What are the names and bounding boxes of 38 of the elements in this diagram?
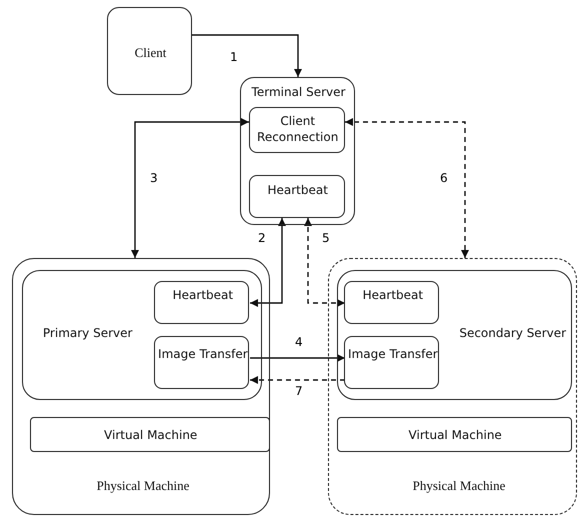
node-label: Primary Server — [42, 324, 134, 342]
process-box — [107, 7, 192, 95]
arrow — [345, 118, 469, 258]
node-label: Image Transfer — [347, 346, 439, 364]
process-box — [344, 281, 440, 324]
arrow — [192, 34, 302, 77]
arrow — [250, 376, 345, 384]
node-label: Heartbeat — [362, 287, 424, 304]
edge-label: 6 — [438, 171, 450, 186]
process-box — [154, 281, 250, 324]
node-label: Client — [134, 44, 168, 62]
process-box — [22, 270, 262, 400]
process-box — [248, 174, 345, 218]
node-label: Heartbeat — [172, 287, 234, 304]
process-box — [30, 416, 270, 452]
node-label: Virtual Machine — [408, 426, 503, 444]
process-box — [344, 336, 440, 390]
process-box — [328, 258, 577, 515]
edge-label: 3 — [148, 171, 160, 186]
node-label: Terminal Server — [250, 84, 346, 101]
arrow — [131, 118, 249, 258]
node-label: Client Reconnection — [256, 112, 340, 146]
node-label: Physical Machine — [412, 477, 506, 495]
arrow — [250, 218, 286, 307]
node-label: Heartbeat — [266, 182, 329, 198]
process-box — [336, 416, 572, 452]
node-label: Physical Machine — [96, 477, 190, 495]
arrow — [304, 218, 345, 307]
process-box — [248, 106, 345, 153]
process-box — [240, 77, 355, 225]
arrow — [250, 354, 345, 362]
node-label: Secondary Server — [458, 324, 568, 342]
edge-label: 5 — [320, 231, 332, 246]
node-label: Virtual Machine — [103, 426, 198, 444]
process-box — [12, 258, 270, 515]
process-box — [154, 336, 250, 390]
process-box — [336, 270, 572, 400]
node-label: Image Transfer — [157, 346, 249, 364]
